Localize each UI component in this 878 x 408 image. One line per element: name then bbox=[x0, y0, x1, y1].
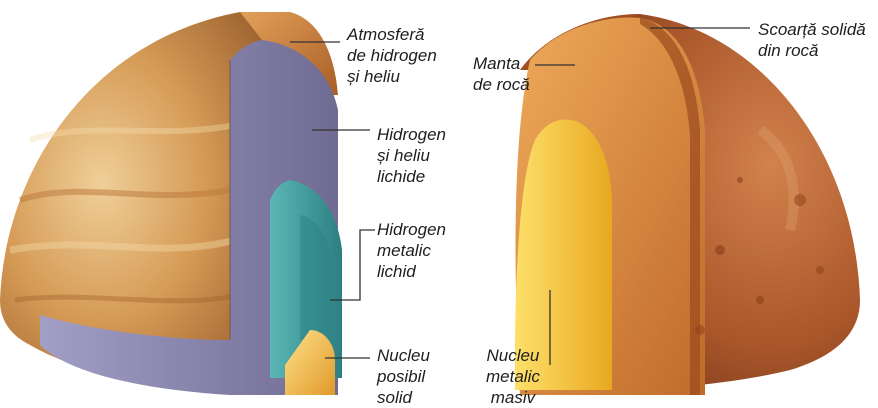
mars-cutaway bbox=[515, 14, 860, 395]
label-mars-crust: Scoarță solidă din rocă bbox=[758, 19, 866, 61]
mars-crater bbox=[695, 325, 705, 335]
label-mars-mantle: Manta de rocă bbox=[473, 53, 530, 95]
label-jupiter-core: Nucleu posibil solid bbox=[377, 345, 430, 408]
label-jupiter-metallic-layer: Hidrogen metalic lichid bbox=[377, 219, 446, 282]
mars-crater bbox=[816, 266, 824, 274]
jupiter-cutaway bbox=[0, 12, 342, 395]
mars-crater bbox=[756, 296, 764, 304]
label-jupiter-liquid-layer: Hidrogen și heliu lichide bbox=[377, 124, 446, 187]
label-mars-core: Nucleu metalic masiv bbox=[486, 345, 540, 408]
label-jupiter-atmosphere: Atmosferă de hidrogen și heliu bbox=[347, 24, 437, 87]
mars-crater bbox=[794, 194, 806, 206]
mars-crater bbox=[715, 245, 725, 255]
mars-crater bbox=[737, 177, 743, 183]
